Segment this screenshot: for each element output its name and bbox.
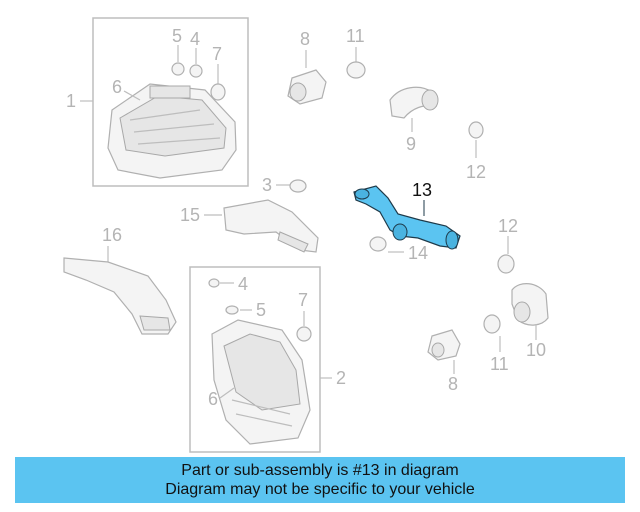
- part-2-frame: [189, 266, 321, 453]
- part-12-lower-group: 12: [497, 216, 518, 274]
- callout-12-lower: 12: [498, 216, 518, 236]
- part-8-sensor-lower: [427, 329, 461, 361]
- callout-6-upper: 6: [112, 77, 122, 97]
- callout-6-lower: 6: [208, 389, 218, 409]
- callout-9: 9: [406, 134, 416, 154]
- part-12-clamp-upper: [468, 121, 484, 139]
- banner-part-line: Part or sub-assembly is #13 in diagram: [181, 462, 459, 479]
- callout-2: 2: [336, 368, 346, 388]
- part-8-lower-group: 8: [427, 329, 461, 394]
- part-12-clamp-lower: [497, 254, 515, 274]
- callout-1: 1: [66, 91, 76, 111]
- part-15-group: 15: [180, 199, 319, 253]
- air-cleaner-upper-group: 1 5 4 7 6: [66, 17, 249, 187]
- part-5-grommet: [171, 62, 185, 76]
- part-13-pipe-end-left: [354, 188, 370, 200]
- part-3-group: 3: [262, 175, 307, 195]
- callout-14: 14: [408, 243, 428, 263]
- part-13-pipe-end-right: [445, 230, 459, 250]
- part-1-frame: [92, 17, 249, 187]
- part-16-group: 16: [63, 225, 177, 335]
- callout-4-lower: 4: [238, 274, 248, 294]
- callout-5-upper: 5: [172, 26, 182, 46]
- part-11-upper-group: 11: [346, 26, 366, 79]
- part-14-group: 14: [369, 236, 428, 263]
- part-3-grommet: [289, 179, 307, 193]
- part-14-clamp: [369, 236, 387, 252]
- callout-8-lower: 8: [448, 374, 458, 394]
- part-13-pipe-end-lower: [392, 223, 408, 241]
- part-4-clip-lower: [208, 278, 220, 288]
- part-12-upper-group: 12: [466, 121, 486, 182]
- callout-11-lower: 11: [490, 354, 509, 374]
- part-13-group: 13: [353, 180, 461, 250]
- callout-4-upper: 4: [190, 29, 200, 49]
- part-7-ring: [210, 83, 226, 101]
- part-16-air-duct: [63, 257, 177, 335]
- part-11-clamp: [346, 61, 366, 79]
- part-4-clip: [189, 64, 203, 78]
- callout-7-lower: 7: [298, 290, 308, 310]
- callout-13: 13: [412, 180, 432, 200]
- callout-8-upper: 8: [300, 29, 310, 49]
- callout-15: 15: [180, 205, 200, 225]
- part-8-upper-group: 8: [287, 29, 327, 105]
- part-5-grommet-lower: [225, 305, 239, 315]
- air-cleaner-lower-group: 2 4 5 7 6: [189, 266, 346, 453]
- part-11-clamp-lower: [483, 314, 501, 334]
- callout-11-upper: 11: [346, 26, 365, 46]
- part-9-group: 9: [389, 86, 439, 154]
- callout-3: 3: [262, 175, 272, 195]
- banner-disclaimer-line: Diagram may not be specific to your vehi…: [165, 481, 475, 498]
- part-10-group: 10: [511, 283, 549, 360]
- callout-5-lower: 5: [256, 300, 266, 320]
- info-banner: Part or sub-assembly is #13 in diagram D…: [15, 457, 625, 503]
- parts-diagram: 1 5 4 7 6 8 11: [63, 17, 549, 453]
- callout-7-upper: 7: [212, 44, 222, 64]
- callout-16: 16: [102, 225, 122, 245]
- callout-10: 10: [526, 340, 546, 360]
- callout-12-upper: 12: [466, 162, 486, 182]
- part-13-intake-pipe: [353, 185, 461, 249]
- part-7-ring-lower: [296, 326, 312, 342]
- part-11-lower-group: 11: [483, 314, 509, 374]
